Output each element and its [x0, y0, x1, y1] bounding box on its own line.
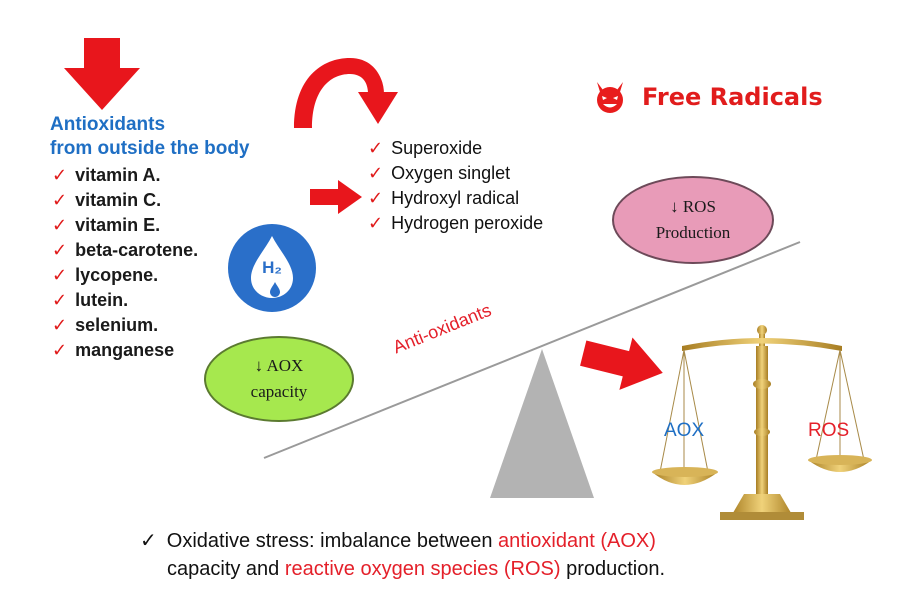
antioxidants-heading: Antioxidants from outside the body: [50, 113, 250, 161]
list-item: ✓ lycopene.: [52, 263, 198, 288]
free-radicals-title-text: Free Radicals: [642, 83, 823, 111]
h2-label: H₂: [262, 258, 282, 277]
check-icon: ✓: [368, 213, 384, 234]
list-item: ✓ vitamin E.: [52, 213, 198, 238]
check-icon: ✓: [52, 165, 68, 186]
tilted-arrow-icon: [580, 337, 663, 390]
statement-text: production.: [560, 558, 666, 580]
check-icon: ✓: [368, 188, 384, 209]
list-item: ✓ beta-carotene.: [52, 238, 198, 263]
list-item-label: Hydroxyl radical: [391, 188, 520, 208]
list-item-label: selenium.: [75, 315, 159, 335]
seesaw-beam: [263, 241, 801, 459]
antioxidants-heading-line2: from outside the body: [50, 138, 250, 159]
check-icon: ✓: [368, 138, 384, 159]
down-arrow-icon: [64, 38, 140, 110]
ros-production-ellipse: ↓ ROS Production: [612, 176, 774, 264]
check-icon: ✓: [368, 163, 384, 184]
list-item: ✓ Hydrogen peroxide: [368, 211, 543, 236]
list-item-label: lycopene.: [75, 265, 159, 285]
statement-text: Oxidative stress: imbalance between: [166, 530, 499, 552]
check-icon: ✓: [52, 215, 68, 236]
statement-line1: ✓ Oxidative stress: imbalance between ant…: [140, 526, 780, 555]
list-item: ✓ lutein.: [52, 288, 198, 313]
free-radicals-title: Free Radicals: [592, 80, 823, 114]
check-icon: ✓: [52, 240, 68, 261]
balance-scale: [652, 325, 872, 520]
list-item-label: beta-carotene.: [75, 240, 199, 260]
list-item: ✓ Superoxide: [368, 136, 543, 161]
list-item-label: manganese: [75, 340, 175, 360]
statement-text: capacity and: [167, 558, 285, 580]
h2-badge: H₂: [228, 224, 316, 312]
ros-ellipse-line2: Production: [655, 223, 731, 242]
antioxidants-heading-line1: Antioxidants: [50, 114, 166, 135]
check-icon: ✓: [52, 265, 68, 286]
oxidative-stress-statement: ✓ Oxidative stress: imbalance between ant…: [140, 526, 780, 583]
check-icon: ✓: [140, 528, 157, 552]
ros-ellipse-line1: ↓ ROS: [670, 197, 716, 216]
seesaw-fulcrum: [490, 349, 594, 498]
list-item: ✓ selenium.: [52, 313, 198, 338]
check-icon: ✓: [52, 340, 68, 361]
list-item: ✓ vitamin C.: [52, 188, 198, 213]
statement-highlight-ros: reactive oxygen species (ROS): [284, 558, 561, 580]
list-item-label: vitamin C.: [75, 190, 162, 210]
seesaw: [263, 241, 801, 498]
curved-arrow-icon: [294, 58, 398, 128]
check-icon: ✓: [52, 290, 68, 311]
water-drop-icon: [251, 236, 293, 298]
aox-capacity-ellipse: ↓ AOX capacity: [204, 336, 354, 422]
list-item-label: vitamin E.: [75, 215, 161, 235]
scale-label-aox: AOX: [664, 420, 705, 441]
list-item: ✓ Hydroxyl radical: [368, 186, 543, 211]
check-icon: ✓: [52, 190, 68, 211]
list-item-label: Oxygen singlet: [391, 163, 511, 183]
antioxidant-list: ✓ vitamin A. ✓ vitamin C. ✓ vitamin E. ✓ bet…: [52, 163, 198, 363]
statement-line2: capacity and reactive oxygen species (RO…: [140, 555, 780, 583]
list-item-label: Hydrogen peroxide: [391, 213, 544, 233]
list-item-label: vitamin A.: [75, 165, 161, 185]
aox-ellipse-line2: capacity: [250, 382, 308, 401]
devil-face-icon: [597, 82, 623, 113]
aox-ellipse-line1: ↓ AOX: [254, 356, 304, 375]
list-item-label: lutein.: [75, 290, 129, 310]
list-item: ✓ Oxygen singlet: [368, 161, 543, 186]
statement-highlight-aox: antioxidant (AOX): [498, 530, 656, 552]
right-arrow-icon: [310, 180, 362, 214]
list-item: ✓ manganese: [52, 338, 198, 363]
free-radical-list: ✓ Superoxide ✓ Oxygen singlet ✓ Hydroxyl ra…: [368, 136, 543, 236]
list-item: ✓ vitamin A.: [52, 163, 198, 188]
scale-label-ros: ROS: [808, 420, 850, 441]
check-icon: ✓: [52, 315, 68, 336]
list-item-label: Superoxide: [391, 138, 483, 158]
